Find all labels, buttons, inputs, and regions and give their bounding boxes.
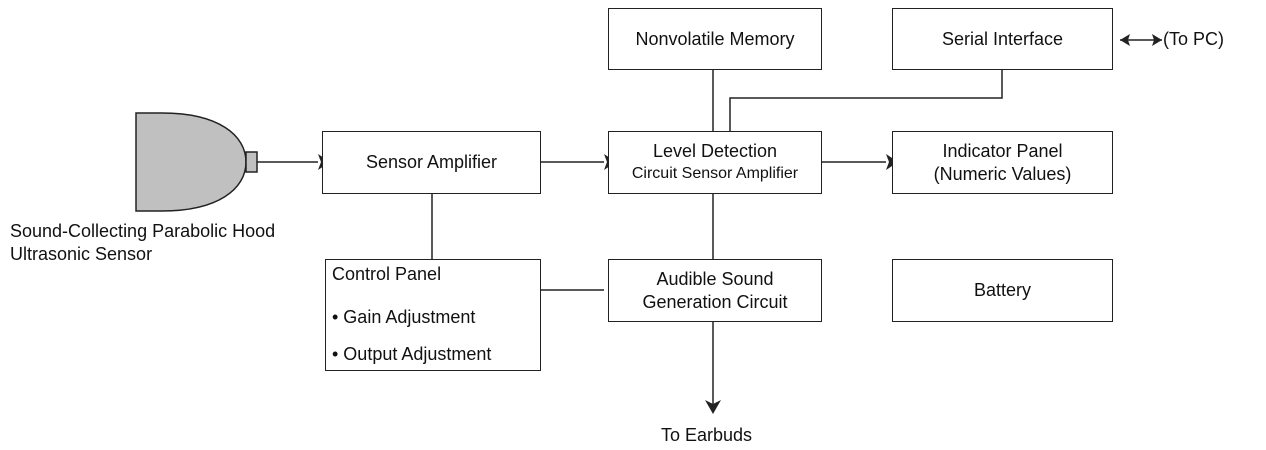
serial-interface-block: Serial Interface (892, 8, 1113, 70)
indicator-panel-line1: Indicator Panel (942, 140, 1063, 161)
to-pc-label: (To PC) (1163, 29, 1225, 49)
sensor-amplifier-label: Sensor Amplifier (365, 152, 498, 172)
sensor-label: Sound-Collecting Parabolic Hood Ultrason… (10, 220, 275, 266)
audible-sound-line1: Audible Sound (656, 268, 774, 289)
indicator-panel-block: Indicator Panel (Numeric Values) (892, 131, 1113, 194)
audible-sound-line2: Generation Circuit (642, 291, 788, 312)
control-panel-block: Control Panel • Gain Adjustment • Output… (325, 259, 541, 371)
sensor-label-line2: Ultrasonic Sensor (10, 244, 153, 264)
nonvolatile-memory-block: Nonvolatile Memory (608, 8, 822, 70)
indicator-panel-line2: (Numeric Values) (933, 163, 1072, 184)
battery-block: Battery (892, 259, 1113, 322)
arrowhead-to-pc (1152, 34, 1162, 46)
parabolic-hood-icon (135, 112, 247, 212)
level-detection-block: Level Detection Circuit Sensor Amplifier (608, 131, 822, 194)
nonvolatile-memory-label: Nonvolatile Memory (635, 28, 795, 49)
sensor-connector-icon (245, 151, 258, 173)
audible-sound-block: Audible Sound Generation Circuit (608, 259, 822, 322)
output-adjustment-item: • Output Adjustment (332, 344, 492, 364)
serial-to-level-line (729, 70, 1003, 131)
to-earbuds-label: To Earbuds (661, 425, 753, 445)
gain-adjustment-item: • Gain Adjustment (332, 307, 476, 327)
sensor-label-line1: Sound-Collecting Parabolic Hood (10, 221, 276, 241)
level-detection-line2: Circuit Sensor Amplifier (631, 165, 799, 182)
arrowhead-earbuds (705, 400, 721, 414)
arrowhead-serial-interface (1120, 34, 1130, 46)
control-panel-title: Control Panel (332, 264, 442, 284)
level-detection-line1: Level Detection (652, 141, 778, 161)
battery-label: Battery (973, 280, 1032, 300)
sensor-amplifier-block: Sensor Amplifier (322, 131, 541, 194)
serial-interface-label: Serial Interface (941, 28, 1064, 49)
